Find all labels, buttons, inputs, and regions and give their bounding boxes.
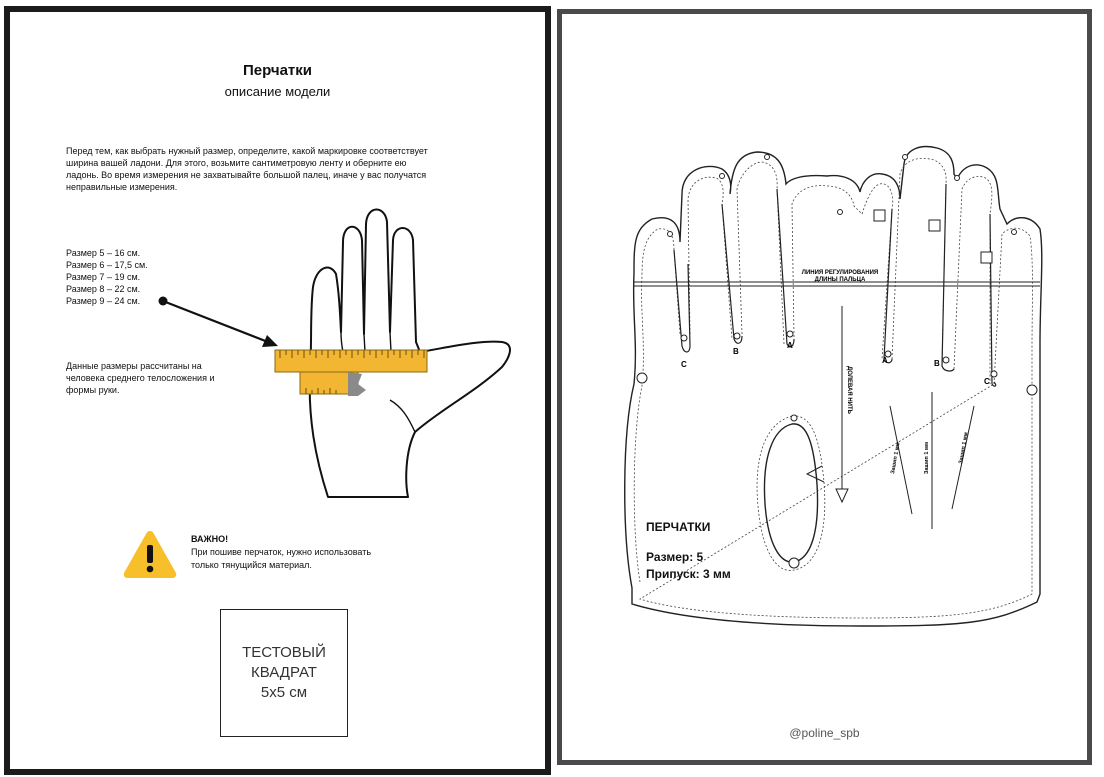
notch-label: C	[984, 377, 990, 386]
size-list: Размер 5 – 16 см. Размер 6 – 17,5 см. Ра…	[66, 247, 148, 307]
pattern-size: Размер: 5	[646, 550, 704, 564]
pattern-allowance: Припуск: 3 мм	[646, 567, 731, 581]
notch-labels: C B A A B C	[681, 341, 990, 386]
size-item: Размер 5 – 16 см.	[66, 248, 141, 258]
notch-label: C	[681, 360, 687, 369]
page-title: Перчатки	[242, 62, 313, 79]
test-square-label: ТЕСТОВЫЙ КВАДРАТ 5x5 см	[242, 643, 326, 703]
test-square-line: КВАДРАТ	[251, 664, 317, 681]
intro-line: неправильные измерения.	[66, 182, 178, 192]
thumb-opening	[763, 423, 819, 563]
notch-label: A	[882, 356, 888, 365]
dart-label: Зашип 1 мм	[890, 442, 901, 475]
intro-line: Перед тем, как выбрать нужный размер, оп…	[66, 146, 428, 156]
warning-block: ВАЖНО! При пошиве перчаток, нужно исполь…	[191, 533, 371, 572]
size-item: Размер 8 – 22 см.	[66, 284, 141, 294]
test-square-line: 5x5 см	[260, 684, 308, 701]
pointer-arrow	[158, 296, 278, 347]
warning-line: только тянущийся материал.	[191, 560, 312, 570]
test-square-line: ТЕСТОВЫЙ	[242, 644, 326, 661]
author-handle: @poline_spb	[789, 726, 860, 740]
hand-measure-illustration	[158, 208, 511, 498]
glove-pattern: ЛИНИЯ РЕГУЛИРОВАНИЯ ДЛИНЫ ПАЛЬЦА ДОЛЕВАЯ…	[624, 145, 1043, 627]
instruction-page: Перчатки описание модели Перед тем, как …	[4, 6, 551, 775]
stitch-line	[633, 157, 1033, 619]
notch-label: B	[934, 359, 940, 368]
warning-icon	[123, 531, 177, 578]
warning-line: При пошиве перчаток, нужно использовать	[191, 547, 372, 557]
page-subtitle: описание модели	[224, 84, 331, 99]
warning-title: ВАЖНО!	[191, 534, 229, 544]
darts	[889, 392, 975, 529]
size-item: Размер 6 – 17,5 см.	[66, 260, 148, 270]
finger-squares	[873, 209, 993, 264]
adjust-line-label: ЛИНИЯ РЕГУЛИРОВАНИЯ	[802, 270, 879, 276]
pattern-page: ЛИНИЯ РЕГУЛИРОВАНИЯ ДЛИНЫ ПАЛЬЦА ДОЛЕВАЯ…	[557, 9, 1092, 765]
note-line: Данные размеры рассчитаны на	[66, 361, 202, 371]
notch-label: B	[733, 347, 739, 356]
size-item: Размер 9 – 24 см.	[66, 296, 141, 306]
size-item: Размер 7 – 19 см.	[66, 272, 141, 282]
note-line: формы руки.	[66, 385, 120, 395]
adjust-line-label: ДЛИНЫ ПАЛЬЦА	[815, 277, 866, 283]
finger-seams	[673, 183, 997, 387]
measuring-tape	[274, 349, 428, 396]
size-note: Данные размеры рассчитаны на человека ср…	[66, 360, 256, 396]
intro-line: ширина вашей ладони. Для этого, возьмите…	[66, 158, 407, 168]
intro-paragraph: Перед тем, как выбрать нужный размер, оп…	[66, 145, 506, 193]
notch-label: A	[787, 341, 793, 350]
pattern-title: ПЕРЧАТКИ	[646, 520, 711, 534]
notch-markers	[636, 154, 1038, 569]
dart-label: Зашип 1 мм	[958, 432, 969, 465]
dart-label: Зашип 1 мм	[924, 442, 930, 474]
test-square: ТЕСТОВЫЙ КВАДРАТ 5x5 см	[220, 609, 348, 737]
adjust-line	[634, 281, 1040, 287]
note-line: человека среднего телосложения и	[66, 373, 215, 383]
thumb-notch	[805, 465, 825, 483]
pattern-outline	[624, 145, 1043, 627]
intro-line: ладонь. Во время измерения не захватывай…	[66, 170, 427, 180]
grain-label: ДОЛЕВАЯ НИТЬ	[846, 366, 852, 415]
grain-arrow-head	[835, 488, 849, 504]
